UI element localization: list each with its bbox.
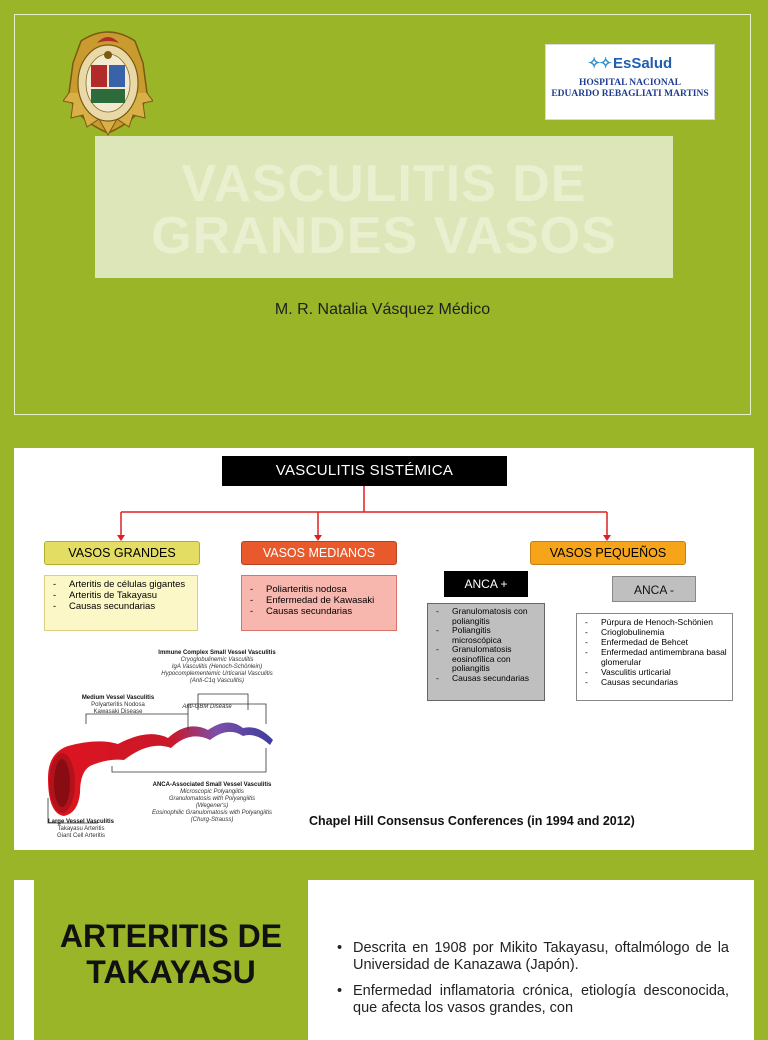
- list-item: Crioglobulinemia: [583, 627, 728, 637]
- hospital-name-line1: HOSPITAL NACIONAL: [579, 78, 681, 88]
- medium-item: Kawasaki Disease: [93, 709, 143, 715]
- immune-complex-label: Immune Complex Small Vessel Vasculitis C…: [142, 650, 292, 685]
- essalud-hospital-logo: ✧✧EsSalud HOSPITAL NACIONAL EDUARDO REBA…: [545, 44, 715, 120]
- takayasu-slide: ARTERITIS DE TAKAYASU Descrita en 1908 p…: [14, 880, 754, 1040]
- classification-slide: VASCULITIS SISTÉMICA VASOS GRANDES VASOS…: [14, 448, 754, 850]
- immune-item: IgA Vasculitis (Henoch-Schönlein): [171, 664, 263, 670]
- anti-gbm-text: Anti-GBM Disease: [182, 704, 232, 710]
- vessel-size-illustration: [47, 693, 273, 824]
- systemic-vasculitis-title: VASCULITIS SISTÉMICA: [222, 456, 507, 486]
- list-item: Enfermedad de Behcet: [583, 637, 728, 647]
- connector-lines: [117, 486, 611, 541]
- medium-vessel-title: Medium Vessel Vasculitis: [81, 695, 155, 701]
- anca-negative-list: Púrpura de Henoch-Schönien Crioglobuline…: [576, 613, 733, 701]
- immune-item: Cryoglobulinemic Vasculitis: [180, 657, 254, 663]
- category-large-vessels: VASOS GRANDES: [44, 541, 200, 565]
- immune-item: Hypocomplementemic Urticarial Vasculitis: [161, 671, 273, 677]
- list-item: Poliarteritis nodosa: [248, 584, 392, 595]
- anti-gbm-label: Anti-GBM Disease: [172, 704, 242, 711]
- anca-negative-label: ANCA -: [612, 576, 696, 602]
- list-item: Arteritis de Takayasu: [51, 590, 193, 601]
- list-item: Causas secundarias: [51, 601, 193, 612]
- university-seal-icon: [63, 31, 153, 137]
- medium-vessel-label: Medium Vessel Vasculitis Polyarteritis N…: [76, 695, 160, 716]
- large-item: Takayasu Arteritis: [57, 826, 105, 832]
- anca-positive-label: ANCA +: [444, 571, 528, 597]
- anca-item: (Wegener's): [195, 803, 229, 809]
- list-item: Causas secundarias: [434, 673, 540, 684]
- takayasu-bullets: Descrita en 1908 por Mikito Takayasu, of…: [337, 940, 729, 1026]
- anca-vessel-label: ANCA-Associated Small Vessel Vasculitis …: [132, 782, 292, 824]
- slide-title: VASCULITIS DE GRANDES VASOS: [151, 155, 617, 265]
- list-item: Poliangitis microscópica: [434, 625, 540, 645]
- takayasu-title-box: ARTERITIS DE TAKAYASU: [34, 880, 308, 1040]
- list-item: Granulomatosis con poliangitis: [434, 606, 540, 626]
- list-item: Causas secundarias: [248, 606, 392, 617]
- anca-positive-list: Granulomatosis con poliangitis Poliangit…: [427, 603, 545, 701]
- immune-item: (Anti-C1q Vasculitis): [189, 678, 245, 684]
- title-box: VASCULITIS DE GRANDES VASOS: [95, 136, 673, 278]
- essalud-brand-text: EsSalud: [612, 55, 673, 72]
- title-slide: ✧✧EsSalud HOSPITAL NACIONAL EDUARDO REBA…: [14, 14, 751, 415]
- medium-item: Polyarteritis Nodosa: [91, 702, 145, 708]
- list-item: Arteritis de células gigantes: [51, 579, 193, 590]
- list-item: Púrpura de Henoch-Schönien: [583, 617, 728, 627]
- large-vessel-title: Large Vessel Vasculitis: [47, 819, 115, 825]
- category-small-vessels: VASOS PEQUEÑOS: [530, 541, 686, 565]
- category-medium-vessels: VASOS MEDIANOS: [241, 541, 397, 565]
- immune-complex-title: Immune Complex Small Vessel Vasculitis: [158, 650, 276, 656]
- author-name: M. R. Natalia Vásquez Médico: [274, 301, 491, 318]
- large-item: Giant Cell Arteritis: [56, 833, 105, 839]
- anca-item: Microscopic Polyangiitis: [180, 789, 244, 795]
- large-vessel-label: Large Vessel Vasculitis Takayasu Arterit…: [36, 819, 126, 840]
- anca-item: Eosinophilic Granulomatosis with Polyang…: [151, 810, 273, 816]
- anca-vessel-title: ANCA-Associated Small Vessel Vasculitis: [152, 782, 272, 788]
- medium-vessels-list: Poliarteritis nodosa Enfermedad de Kawas…: [241, 575, 397, 631]
- large-vessels-list: Arteritis de células gigantes Arteritis …: [44, 575, 198, 631]
- bullet-item: Enfermedad inflamatoria crónica, etiolog…: [337, 983, 729, 1017]
- anca-item: Granulomatosis with Polyangiitis: [168, 796, 256, 802]
- list-item: Causas secundarias: [583, 677, 728, 687]
- list-item: Granulomatosis eosinofílica con poliangi…: [434, 644, 540, 674]
- list-item: Enfermedad antimembrana basal glomerular: [583, 647, 728, 667]
- bullet-item: Descrita en 1908 por Mikito Takayasu, of…: [337, 940, 729, 974]
- list-item: Enfermedad de Kawasaki: [248, 595, 392, 606]
- chapel-hill-caption: Chapel Hill Consensus Conferences (in 19…: [309, 814, 635, 828]
- anca-item: (Churg-Strauss): [190, 817, 234, 823]
- family-figures-icon: ✧✧: [587, 55, 612, 72]
- list-item: Vasculitis urticarial: [583, 667, 728, 677]
- takayasu-title: ARTERITIS DE TAKAYASU: [59, 918, 283, 990]
- hospital-name-line2: EDUARDO REBAGLIATI MARTINS: [551, 89, 709, 99]
